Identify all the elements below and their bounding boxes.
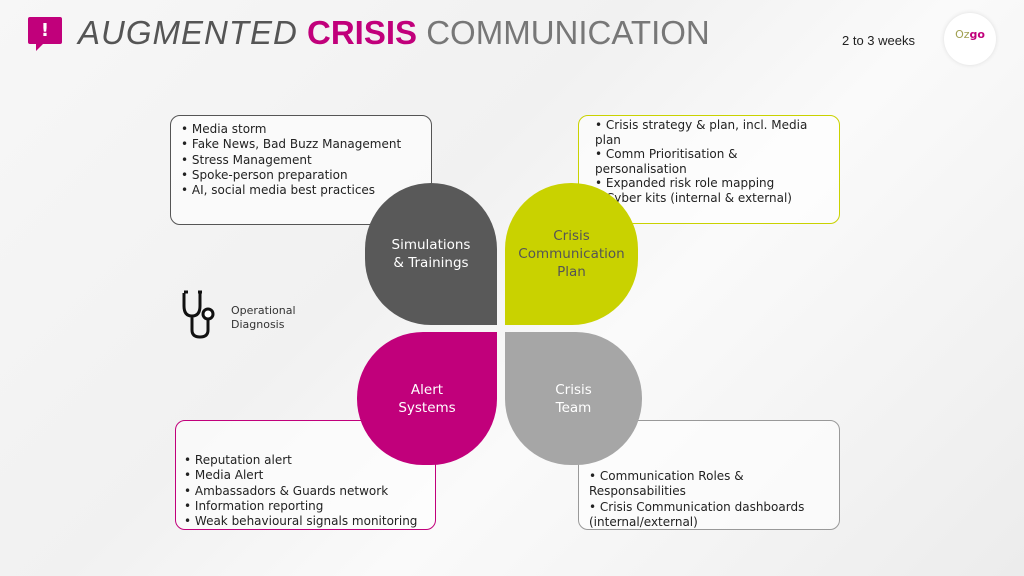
- list-item: Media storm: [181, 122, 421, 137]
- list-item: Cyber kits (internal & external): [595, 191, 829, 206]
- petal-label: Simulations & Trainings: [391, 237, 471, 271]
- petal-crisis-communication-plan: Crisis Communication Plan: [505, 183, 638, 325]
- stethoscope-icon: [182, 290, 215, 339]
- alert-icon: !: [28, 17, 62, 51]
- list-item: Expanded risk role mapping: [595, 176, 829, 191]
- petal-simulations-trainings: Simulations & Trainings: [365, 183, 497, 325]
- simulations-box: Media stormFake News, Bad Buzz Managemen…: [170, 115, 432, 225]
- duration-label: 2 to 3 weeks: [842, 33, 915, 48]
- list-item: Crisis strategy & plan, incl. Media plan: [595, 118, 829, 147]
- list-item: Reputation alert: [184, 453, 425, 468]
- list-item: Communication Roles & Responsabilities: [589, 469, 809, 500]
- list-item: Media Alert: [184, 468, 425, 483]
- petal-label: Crisis Team: [555, 381, 592, 416]
- title-part-crisis: CRISIS: [307, 14, 418, 51]
- operational-diagnosis-label: Operational Diagnosis: [231, 304, 296, 331]
- list-item: Spoke-person preparation: [181, 168, 421, 183]
- list-item: Stress Management: [181, 153, 421, 168]
- list-item: Ambassadors & Guards network: [184, 484, 425, 499]
- page-title: AUGMENTED CRISIS COMMUNICATION: [78, 14, 710, 52]
- list-item: Weak behavioural signals monitoring: [184, 514, 425, 529]
- petal-crisis-team: Crisis Team: [505, 332, 642, 465]
- list-item: Information reporting: [184, 499, 425, 514]
- petal-label: Crisis Communication Plan: [518, 228, 625, 280]
- title-part-augmented: AUGMENTED: [78, 14, 298, 51]
- list-item: Comm Prioritisation & personalisation: [595, 147, 829, 176]
- list-item: AI, social media best practices: [181, 183, 421, 198]
- company-logo: Ozgo: [944, 13, 996, 65]
- list-item: Crisis Communication dashboards (interna…: [589, 500, 809, 531]
- list-item: Fake News, Bad Buzz Management: [181, 137, 421, 152]
- petal-label: Alert Systems: [398, 381, 456, 416]
- title-part-communication: COMMUNICATION: [426, 14, 710, 51]
- petal-alert-systems: Alert Systems: [357, 332, 497, 465]
